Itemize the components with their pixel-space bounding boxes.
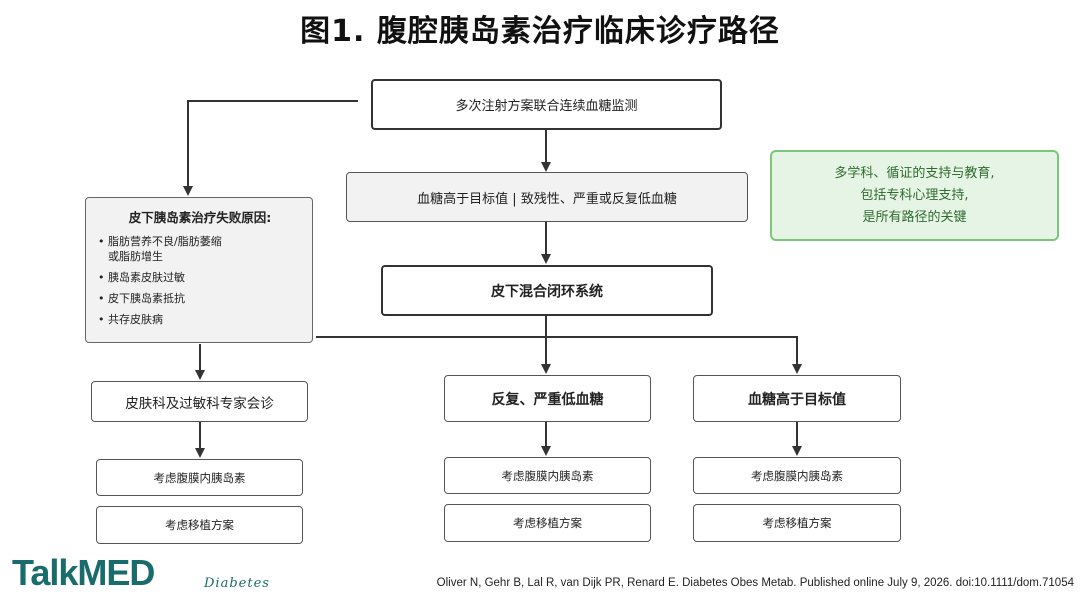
failure-cause-item: 共存皮肤病: [98, 312, 302, 327]
closed-loop-node: 皮下混合闭环系统: [381, 265, 713, 316]
failure-cause-item: 脂肪营养不良/脂肪萎缩 或脂肪增生: [98, 234, 302, 264]
option-ip-middle: 考虑腹膜内胰岛素: [444, 457, 651, 494]
support-line: 包括专科心理支持,: [860, 187, 969, 203]
failure-causes-list: 脂肪营养不良/脂肪萎缩 或脂肪增生 胰岛素皮肤过敏 皮下胰岛素抵抗 共存皮肤病: [98, 234, 302, 327]
hypo-node: 反复、严重低血糖: [444, 375, 651, 422]
hyper-node: 血糖高于目标值: [693, 375, 901, 422]
support-line: 多学科、循证的支持与教育,: [834, 165, 995, 181]
option-ip-right: 考虑腹膜内胰岛素: [693, 457, 901, 494]
option-transplant-left: 考虑移植方案: [96, 506, 303, 544]
support-line: 是所有路径的关键: [862, 209, 967, 225]
failure-causes-heading: 皮下胰岛素治疗失败原因:: [128, 210, 272, 225]
start-node: 多次注射方案联合连续血糖监测: [371, 79, 722, 130]
failure-causes-box: 皮下胰岛素治疗失败原因: 脂肪营养不良/脂肪萎缩 或脂肪增生 胰岛素皮肤过敏 皮…: [85, 197, 313, 343]
option-transplant-middle: 考虑移植方案: [444, 504, 651, 542]
arrow-start-to-failure: [183, 100, 358, 196]
branch-line: [316, 336, 802, 374]
logo-subtitle: Diabetes: [204, 576, 270, 591]
talkmed-logo: TalkMED: [12, 552, 155, 593]
failure-cause-item: 皮下胰岛素抵抗: [98, 291, 302, 306]
consult-node: 皮肤科及过敏科专家会诊: [91, 381, 308, 422]
page-title: 图1. 腹腔胰岛素治疗临床诊疗路径: [300, 14, 780, 49]
option-ip-left: 考虑腹膜内胰岛素: [96, 459, 303, 496]
option-transplant-right: 考虑移植方案: [693, 504, 901, 542]
citation: Oliver N, Gehr B, Lal R, van Dijk PR, Re…: [436, 577, 1074, 589]
failure-cause-item: 胰岛素皮肤过敏: [98, 270, 302, 285]
support-note: 多学科、循证的支持与教育, 包括专科心理支持, 是所有路径的关键: [770, 150, 1059, 241]
criteria-node: 血糖高于目标值 | 致残性、严重或反复低血糖: [346, 172, 748, 222]
